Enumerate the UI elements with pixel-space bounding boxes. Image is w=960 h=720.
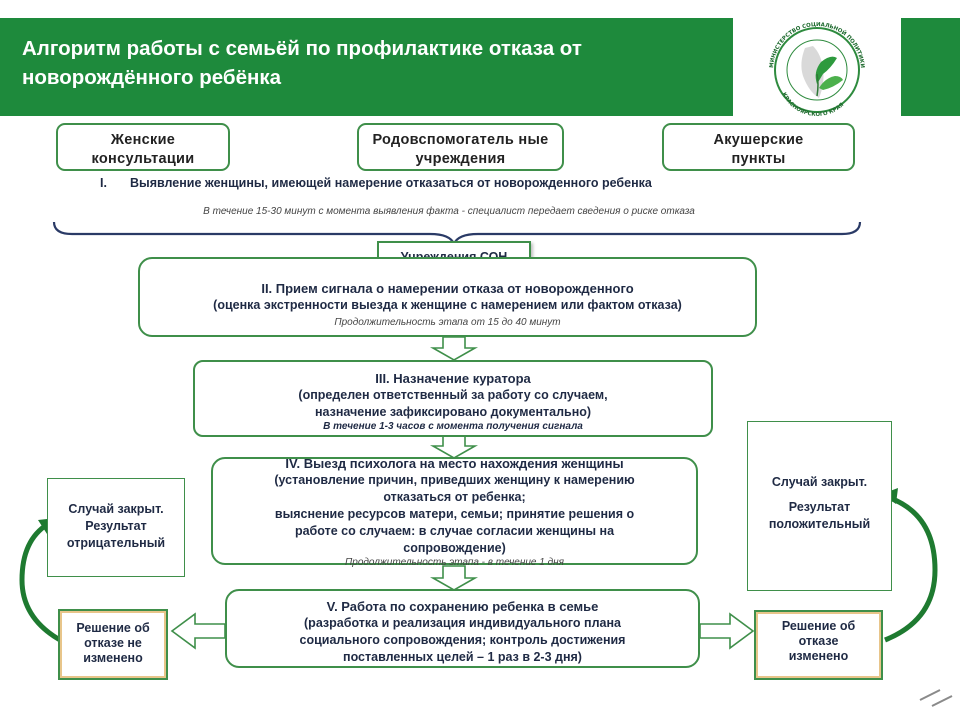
arrow-down-icon (429, 435, 479, 459)
source-obstetric-points: Акушерские пункты (662, 123, 855, 171)
stage-description: поставленных целей – 1 раз в 2-3 дня) (343, 650, 582, 664)
case-result-value: отрицательный (66, 536, 166, 550)
stage-duration: Продолжительность этапа от 15 до 40 мину… (334, 317, 561, 328)
decision-changed: Решение об отказе изменено (754, 610, 883, 680)
stage-description: выяснение ресурсов матери, семьи; принят… (274, 507, 635, 521)
source-womens-clinics: Женские консультации (56, 123, 230, 171)
decision-text: изменено (83, 651, 143, 665)
decision-text: отказе (798, 634, 839, 648)
stage-title: V. Работа по сохранению ребенка в семье (326, 599, 599, 614)
arrow-left-icon (170, 612, 226, 650)
arrow-right-icon (699, 612, 755, 650)
case-result-label: Результат (85, 519, 147, 533)
slide-title: Алгоритм работы с семьёй по профилактике… (22, 37, 582, 89)
source-label: Родовспомогатель ные учреждения (372, 132, 549, 167)
arrow-down-icon (429, 565, 479, 591)
stage-description: отказаться от ребенка; (383, 490, 526, 504)
stage1-text: Выявление женщины, имеющей намерение отк… (130, 176, 652, 190)
case-result-label: Результат (788, 500, 851, 514)
stage-4-box: IV. Выезд психолога на место нахождения … (211, 456, 698, 568)
case-closed-positive: Случай закрыт. Результат положительный (747, 421, 892, 591)
stage-5-box: V. Работа по сохранению ребенка в семье … (225, 589, 700, 668)
decision-text: отказе не (84, 636, 142, 650)
case-status: Случай закрыт. (68, 502, 164, 516)
decision-not-changed: Решение об отказе не изменено (58, 609, 168, 680)
stage-title: III. Назначение куратора (375, 371, 531, 386)
stage-description: социального сопровождения; контроль дост… (299, 633, 626, 647)
stage-title: II. Прием сигнала о намерении отказа от … (261, 281, 634, 296)
stage-duration: В течение 1-3 часов с момента получения … (323, 421, 583, 432)
case-closed-negative: Случай закрыт. Результат отрицательный (47, 478, 185, 577)
curved-arrow-icon (884, 495, 938, 643)
decision-text: Решение об (76, 621, 150, 635)
stage-description: (определен ответственный за работу со сл… (298, 388, 608, 402)
source-label: Акушерские пункты (713, 132, 804, 167)
stage-2-box: II. Прием сигнала о намерении отказа от … (138, 257, 757, 337)
stage1-note: В течение 15-30 минут с момента выявлени… (203, 206, 695, 217)
stage-description: (разработка и реализация индивидуального… (304, 616, 621, 630)
stage-duration: Продолжительность этапа - в течение 1 дн… (345, 557, 564, 568)
decision-text: Решение об (781, 619, 856, 633)
stage-description: (установление причин, приведших женщину … (274, 473, 635, 487)
stage-description: работе со случаем: в случае согласии жен… (294, 524, 615, 538)
curved-arrow-icon (19, 521, 62, 643)
arrow-down-icon (429, 336, 479, 361)
ministry-seal-icon: МИНИСТЕРСТВО СОЦИАЛЬНОЙ ПОЛИТИКИ КРАСНОЯ… (769, 22, 865, 118)
stage-title: IV. Выезд психолога на место нахождения … (285, 456, 624, 471)
stage-description: (оценка экстренности выезда к женщине с … (213, 298, 682, 312)
stage1-number: I. (100, 176, 107, 190)
case-result-value: положительный (768, 517, 871, 531)
stage-description: назначение зафиксировано документально) (314, 405, 592, 419)
case-status: Случай закрыт. (771, 475, 868, 489)
ministry-logo: МИНИСТЕРСТВО СОЦИАЛЬНОЙ ПОЛИТИКИ КРАСНОЯ… (733, 18, 901, 118)
decision-text: изменено (788, 649, 849, 663)
source-label: Женские консультации (91, 132, 195, 167)
stage-description: сопровождение) (403, 541, 506, 555)
stage-3-box: III. Назначение куратора (определен отве… (193, 360, 713, 437)
source-maternity-institutions: Родовспомогатель ные учреждения (357, 123, 564, 171)
